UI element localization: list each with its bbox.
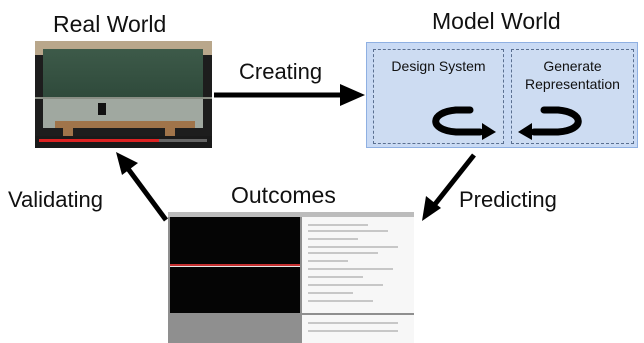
design-system-label: Design System	[391, 58, 486, 74]
circular-arrow-icon	[432, 106, 496, 140]
representation-label: Representation	[525, 76, 620, 92]
circular-arrow-icon	[518, 106, 582, 140]
generate-representation-panel: Generate Representation	[511, 49, 634, 144]
validating-label: Validating	[8, 187, 103, 212]
real-world-photo	[35, 41, 212, 148]
validating-arrow	[116, 152, 169, 222]
model-world-title: Model World	[432, 8, 561, 34]
predicting-arrow	[422, 153, 476, 221]
creating-label: Creating	[239, 59, 323, 84]
outcomes-screenshot	[168, 212, 414, 343]
predicting-label: Predicting	[459, 187, 557, 212]
design-system-panel: Design System	[373, 49, 504, 144]
model-world-box: Design System Generate Representation	[366, 42, 638, 148]
generate-label: Generate	[543, 58, 602, 74]
outcomes-title: Outcomes	[231, 182, 336, 208]
real-world-title: Real World	[53, 11, 167, 37]
creating-arrow	[214, 84, 365, 106]
